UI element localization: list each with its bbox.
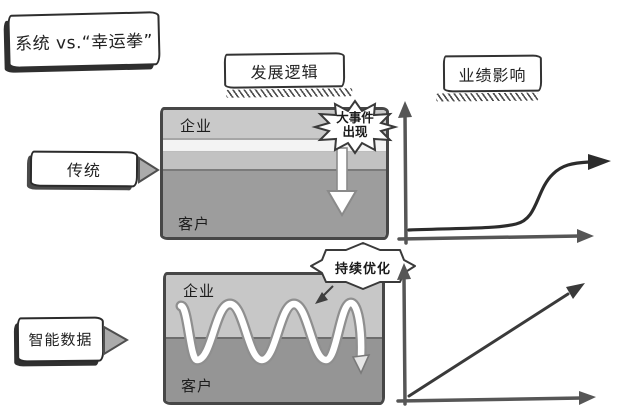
customer-half: 客户 xyxy=(166,337,382,402)
smart-data-label: 智能数据 xyxy=(28,330,93,350)
column-header-development-logic: 发展逻辑 xyxy=(223,52,346,89)
smart-data-logic-diagram: 企业 客户 xyxy=(163,272,385,405)
title-text: 系统 vs.“幸运拳” xyxy=(14,30,154,55)
continuous-optimization-label: 持续优化 xyxy=(334,262,391,277)
traditional-row-arrow-icon xyxy=(138,156,160,184)
white-stripe-band xyxy=(163,138,386,152)
x-axis-arrow-icon xyxy=(579,391,596,405)
row-label-traditional: 传统 xyxy=(29,150,139,188)
development-logic-label: 发展逻辑 xyxy=(250,62,319,82)
title-box: 系统 vs.“幸运拳” xyxy=(7,11,161,69)
customer-label: 客户 xyxy=(181,377,214,395)
customer-label: 客户 xyxy=(178,215,211,233)
enterprise-label: 企业 xyxy=(183,282,216,300)
big-event-line1: 大事件 xyxy=(336,110,374,125)
x-axis-arrow-icon xyxy=(577,229,594,243)
traditional-impact-chart xyxy=(397,101,611,245)
mid-gray-band xyxy=(163,152,386,169)
traditional-label: 传统 xyxy=(66,160,102,181)
enterprise-half: 企业 xyxy=(166,275,382,337)
curve-arrow-icon xyxy=(588,154,611,170)
column-header-performance-impact: 业绩影响 xyxy=(442,54,543,93)
y-axis-arrow-icon xyxy=(398,101,412,118)
growth-arrow-icon xyxy=(566,283,585,299)
customer-band: 客户 xyxy=(163,169,386,237)
row-label-smart-data: 智能数据 xyxy=(16,316,105,363)
smart-data-row-arrow-icon xyxy=(103,325,129,356)
smart-data-impact-chart xyxy=(396,263,596,406)
big-event-bubble-text: 大事件 出现 xyxy=(322,110,388,140)
enterprise-label: 企业 xyxy=(180,117,213,135)
performance-impact-label: 业绩影响 xyxy=(458,65,527,85)
continuous-optimization-bubble-text: 持续优化 xyxy=(318,258,408,277)
big-event-line2: 出现 xyxy=(342,124,368,140)
